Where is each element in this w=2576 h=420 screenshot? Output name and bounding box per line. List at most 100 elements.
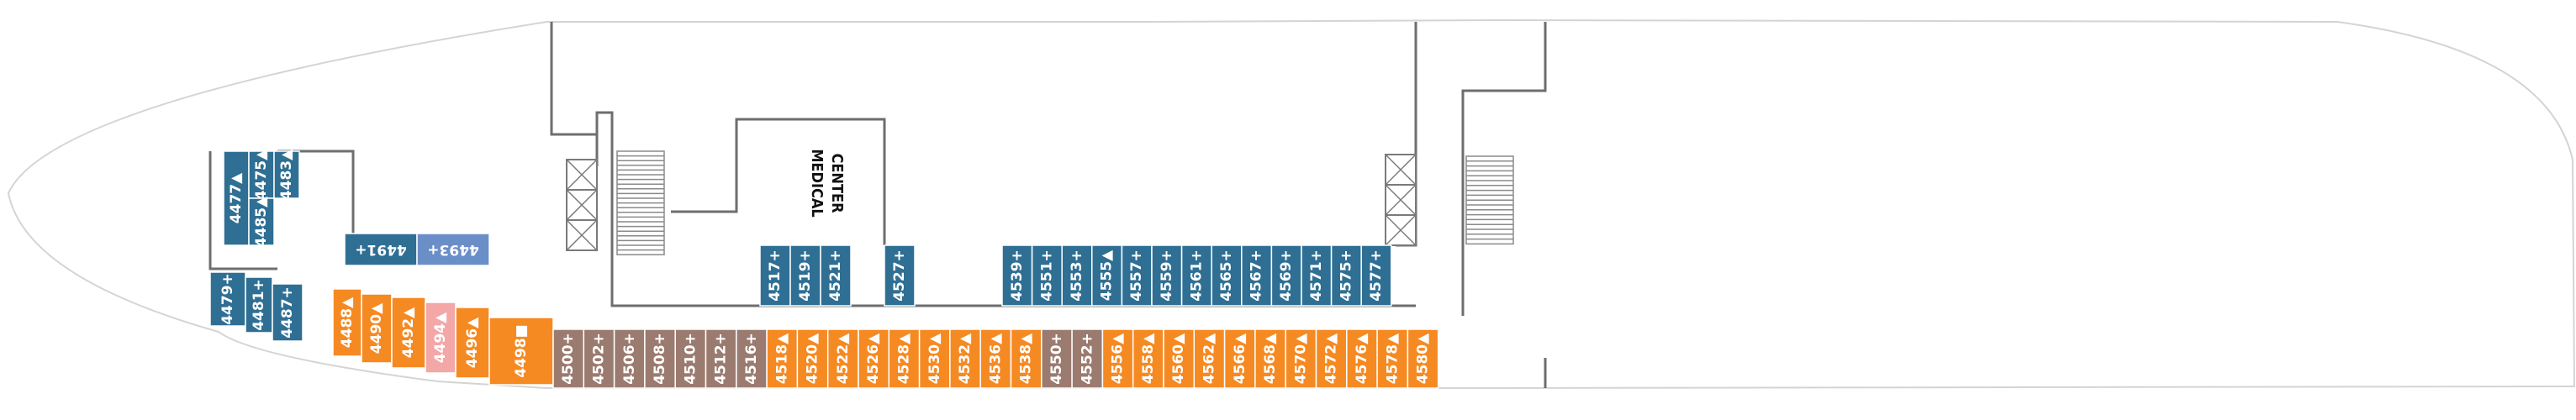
cabin-4567[interactable]: 4567+ (1241, 244, 1273, 307)
cabin-box[interactable] (1061, 244, 1093, 307)
cabin-box[interactable] (1091, 244, 1123, 307)
cabin-box[interactable] (1071, 328, 1104, 389)
cabin-4578[interactable]: 4578▲ (1376, 328, 1409, 389)
cabin-4577[interactable]: 4577+ (1360, 244, 1392, 307)
cabin-box[interactable] (245, 276, 273, 333)
cabin-4528[interactable]: 4528▲ (888, 328, 921, 389)
cabin-4492[interactable]: 4492▲ (391, 297, 426, 369)
cabin-4483[interactable]: 4483▲ (273, 149, 300, 200)
cabin-4481[interactable]: 4481+ (245, 276, 273, 333)
cabin-4575[interactable]: 4575+ (1330, 244, 1362, 307)
cabin-4493[interactable]: 4493+ (416, 233, 490, 266)
cabin-4512[interactable]: 4512+ (705, 328, 737, 389)
cabin-4527[interactable]: 4527+ (884, 244, 916, 307)
cabin-box[interactable] (272, 283, 304, 342)
cabin-box[interactable] (1010, 328, 1043, 389)
cabin-box[interactable] (979, 328, 1012, 389)
cabin-box[interactable] (918, 328, 951, 389)
cabin-4552[interactable]: 4552+ (1071, 328, 1104, 389)
cabin-box[interactable] (613, 328, 646, 389)
cabin-4556[interactable]: 4556▲ (1101, 328, 1134, 389)
cabin-4516[interactable]: 4516+ (736, 328, 768, 389)
cabin-box[interactable] (1407, 328, 1439, 389)
cabin-4568[interactable]: 4568▲ (1254, 328, 1286, 389)
cabin-4538[interactable]: 4538▲ (1010, 328, 1043, 389)
cabin-box[interactable] (1041, 328, 1073, 389)
cabin-4526[interactable]: 4526▲ (858, 328, 890, 389)
cabin-4490[interactable]: 4490▲ (361, 293, 393, 364)
cabin-box[interactable] (1330, 244, 1362, 307)
cabin-4487[interactable]: 4487+ (272, 283, 304, 342)
cabin-4521[interactable]: 4521+ (820, 244, 852, 307)
cabin-box[interactable] (1223, 328, 1256, 389)
cabin-box[interactable] (332, 288, 362, 357)
cabin-box[interactable] (796, 328, 829, 389)
cabin-box[interactable] (705, 328, 737, 389)
cabin-4475[interactable]: 4475▲ (248, 149, 275, 200)
cabin-4522[interactable]: 4522▲ (826, 328, 859, 389)
cabin-box[interactable] (736, 328, 768, 389)
cabin-4530[interactable]: 4530▲ (918, 328, 951, 389)
cabin-4498[interactable]: 4498■ (488, 317, 554, 386)
cabin-box[interactable] (1001, 244, 1033, 307)
cabin-4494[interactable]: 4494▲ (425, 302, 457, 374)
cabin-4479[interactable]: 4479+ (209, 271, 246, 327)
cabin-4559[interactable]: 4559+ (1151, 244, 1183, 307)
cabin-4558[interactable]: 4558▲ (1132, 328, 1164, 389)
cabin-box[interactable] (1301, 244, 1333, 307)
cabin-box[interactable] (552, 328, 585, 389)
cabin-4555[interactable]: 4555▲ (1091, 244, 1123, 307)
cabin-box[interactable] (1241, 244, 1273, 307)
cabin-4518[interactable]: 4518▲ (766, 328, 799, 389)
cabin-box[interactable] (1031, 244, 1063, 307)
cabin-box[interactable] (273, 150, 300, 199)
cabin-box[interactable] (391, 297, 426, 369)
cabin-4580[interactable]: 4580▲ (1407, 328, 1439, 389)
cabin-4551[interactable]: 4551+ (1031, 244, 1063, 307)
cabin-4517[interactable]: 4517+ (759, 244, 791, 307)
cabin-4569[interactable]: 4569+ (1270, 244, 1302, 307)
cabin-4570[interactable]: 4570▲ (1285, 328, 1317, 389)
cabin-4572[interactable]: 4572▲ (1315, 328, 1348, 389)
cabin-4571[interactable]: 4571+ (1301, 244, 1333, 307)
cabin-box[interactable] (674, 328, 707, 389)
cabin-box[interactable] (858, 328, 890, 389)
cabin-4576[interactable]: 4576▲ (1346, 328, 1378, 389)
cabin-box[interactable] (1101, 328, 1134, 389)
cabin-4566[interactable]: 4566▲ (1223, 328, 1256, 389)
cabin-4532[interactable]: 4532▲ (949, 328, 981, 389)
cabin-box[interactable] (884, 244, 916, 307)
cabin-box[interactable] (416, 233, 490, 266)
cabin-box[interactable] (1180, 244, 1212, 307)
cabin-box[interactable] (1285, 328, 1317, 389)
cabin-box[interactable] (1315, 328, 1348, 389)
cabin-4506[interactable]: 4506+ (613, 328, 646, 389)
cabin-box[interactable] (425, 302, 457, 374)
cabin-4477[interactable]: 4477▲ (223, 150, 250, 246)
cabin-4488[interactable]: 4488▲ (332, 288, 362, 357)
cabin-4565[interactable]: 4565+ (1211, 244, 1243, 307)
cabin-box[interactable] (361, 293, 393, 364)
cabin-box[interactable] (766, 328, 799, 389)
cabin-box[interactable] (344, 233, 418, 266)
cabin-box[interactable] (1121, 244, 1153, 307)
cabin-box[interactable] (1376, 328, 1409, 389)
cabin-box[interactable] (1151, 244, 1183, 307)
cabin-4508[interactable]: 4508+ (644, 328, 676, 389)
cabin-4500[interactable]: 4500+ (552, 328, 585, 389)
cabin-box[interactable] (820, 244, 852, 307)
cabin-box[interactable] (223, 150, 250, 246)
cabin-4536[interactable]: 4536▲ (979, 328, 1012, 389)
cabin-box[interactable] (1360, 244, 1392, 307)
cabin-4496[interactable]: 4496▲ (455, 307, 490, 379)
cabin-4557[interactable]: 4557+ (1121, 244, 1153, 307)
cabin-4560[interactable]: 4560▲ (1163, 328, 1196, 389)
cabin-4520[interactable]: 4520▲ (796, 328, 829, 389)
cabin-box[interactable] (789, 244, 821, 307)
cabin-4491[interactable]: 4491+ (344, 233, 418, 266)
cabin-box[interactable] (1163, 328, 1196, 389)
cabin-box[interactable] (583, 328, 615, 389)
cabin-4510[interactable]: 4510+ (674, 328, 707, 389)
cabin-box[interactable] (826, 328, 859, 389)
cabin-4539[interactable]: 4539+ (1001, 244, 1033, 307)
